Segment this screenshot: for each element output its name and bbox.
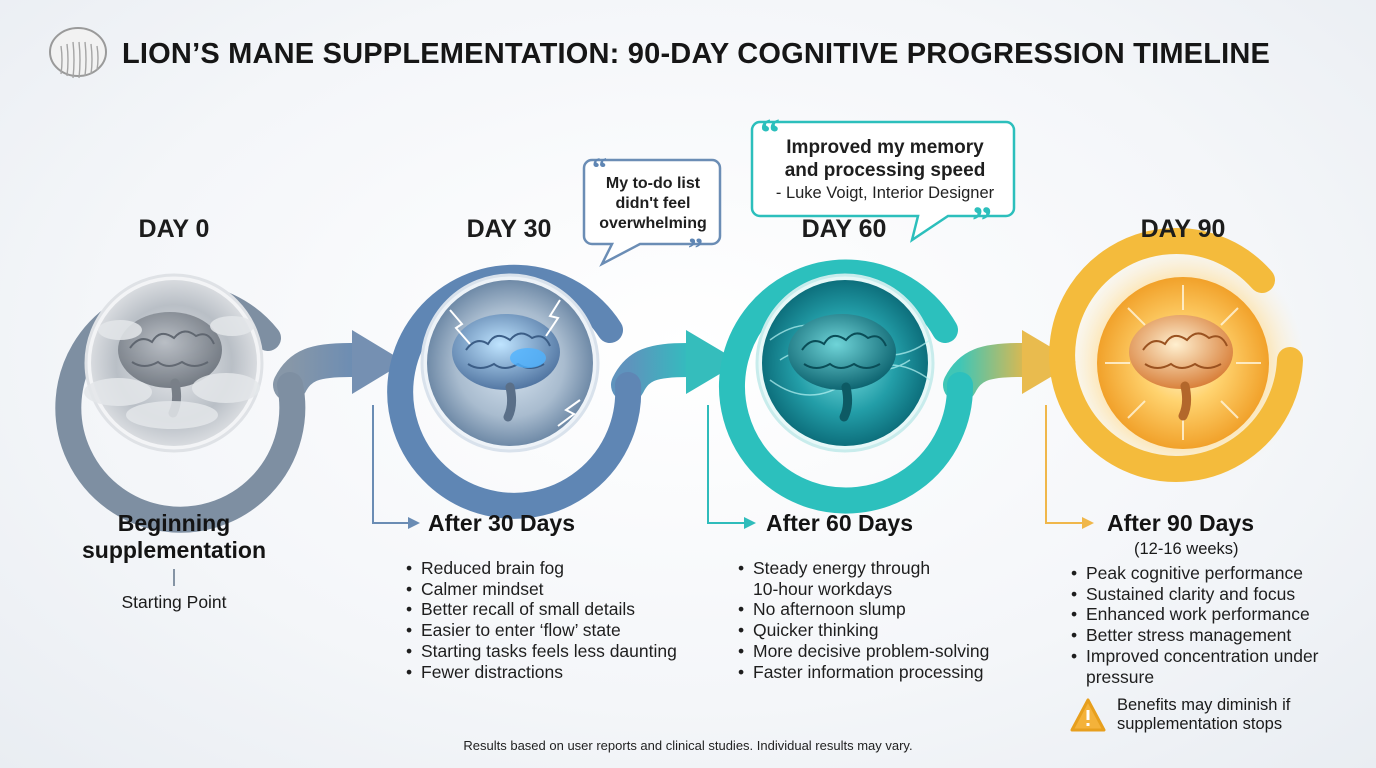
list-item: Calmer mindset — [406, 579, 677, 600]
list-item: Enhanced work performance — [1071, 604, 1319, 625]
stage-90-bullet-list: Peak cognitive performance Sustained cla… — [1071, 563, 1319, 687]
stage-90-ring — [1049, 227, 1303, 482]
stage-60-heading: After 60 Days — [766, 510, 914, 536]
quote-open-icon: “ — [592, 152, 607, 185]
arrowhead-30-60 — [686, 330, 740, 394]
warning-note-line-1: Benefits may diminish if — [1117, 696, 1291, 714]
list-item-continuation: pressure — [1071, 667, 1319, 688]
list-item: No afternoon slump — [738, 599, 989, 620]
day-90-label: DAY 90 — [1140, 215, 1226, 243]
list-item: Improved concentration under — [1071, 646, 1319, 667]
stage-0-subtitle: Starting Point — [121, 592, 227, 612]
list-item: Reduced brain fog — [406, 558, 677, 579]
svg-text:”: ” — [972, 198, 992, 243]
footnote: Results based on user reports and clinic… — [463, 738, 913, 753]
quote-2-line-2: and processing speed — [784, 160, 986, 181]
quote-1-line-3: overwhelming — [599, 215, 707, 232]
list-item: More decisive problem-solving — [738, 641, 989, 662]
quote-1: My to-do list didn't feel overwhelming — [590, 174, 716, 234]
list-item: Easier to enter ‘flow’ state — [406, 620, 677, 641]
quote-close-icon: ” — [688, 232, 703, 265]
list-item: Steady energy through — [738, 558, 989, 579]
stage-30-bullet-list: Reduced brain fog Calmer mindset Better … — [406, 558, 677, 682]
lead-line-90 — [1045, 405, 1084, 524]
list-item: Fewer distractions — [406, 662, 677, 683]
stage-90-heading: After 90 Days — [1107, 510, 1255, 536]
list-item: Peak cognitive performance — [1071, 563, 1319, 584]
list-item-continuation: 10-hour workdays — [738, 579, 989, 600]
day-0-label: DAY 0 — [138, 215, 210, 243]
quote-1-line-2: didn't feel — [615, 195, 691, 212]
stage-0-heading: Beginning supplementation — [54, 510, 294, 564]
warning-icon — [1070, 698, 1106, 732]
arrowhead-0-30 — [352, 330, 405, 394]
list-item: Faster information processing — [738, 662, 989, 683]
warning-note: Benefits may diminish if supplementation… — [1117, 696, 1290, 734]
page-title: LION’S MANE SUPPLEMENTATION: 90-DAY COGN… — [122, 38, 1271, 70]
quote-1-line-1: My to-do list — [605, 175, 701, 192]
quote-bubble-2 — [750, 120, 1016, 243]
stage-0-heading-line-2: supplementation — [81, 537, 266, 563]
list-item: Better stress management — [1071, 625, 1319, 646]
list-item: Starting tasks feels less daunting — [406, 641, 677, 662]
list-item-continuation-text: 10-hour workdays — [753, 578, 893, 599]
stage-60-bullet-list: Steady energy through 10-hour workdays N… — [738, 558, 989, 682]
stage-30-heading: After 30 Days — [428, 510, 576, 536]
quote-2-line-1: Improved my memory — [786, 137, 984, 158]
quote-2-attribution: - Luke Voigt, Interior Designer — [775, 184, 995, 202]
lead-line-30 — [372, 405, 410, 524]
warning-note-line-2: supplementation stops — [1117, 715, 1283, 733]
stage-60-ring — [719, 259, 974, 514]
list-item: Better recall of small details — [406, 599, 677, 620]
day-60-label: DAY 60 — [801, 215, 887, 243]
arrowhead-60-90 — [1022, 330, 1076, 394]
quote-2: Improved my memory and processing speed … — [760, 136, 1010, 204]
stage-90-subtitle: (12-16 weeks) — [1134, 540, 1239, 558]
list-item-continuation-text: pressure — [1086, 666, 1155, 687]
day-30-label: DAY 30 — [466, 215, 552, 243]
stage-0-heading-line-1: Beginning — [117, 510, 231, 536]
list-item: Sustained clarity and focus — [1071, 584, 1319, 605]
quote-bubble-1 — [582, 158, 722, 267]
list-item: Quicker thinking — [738, 620, 989, 641]
lead-line-60 — [707, 405, 746, 524]
lions-mane-mushroom-icon — [49, 27, 107, 79]
svg-text:“: “ — [760, 110, 780, 155]
